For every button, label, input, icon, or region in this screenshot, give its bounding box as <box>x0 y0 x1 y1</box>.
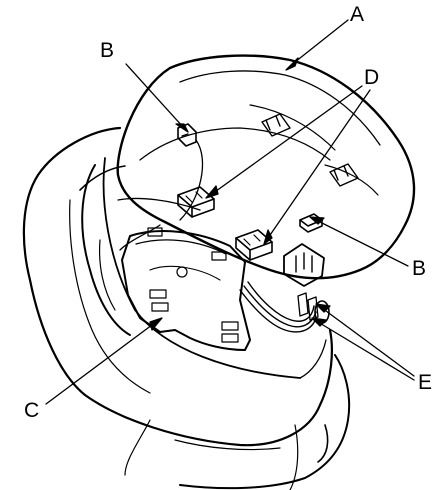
wire-harness <box>119 139 319 333</box>
leader-b-right-head <box>309 216 325 225</box>
leader-e-upper-head <box>315 303 331 313</box>
leader-b-top <box>125 63 185 129</box>
callout-b-right: B <box>412 257 427 280</box>
callout-d: D <box>364 66 380 89</box>
leader-e-upper <box>321 307 415 377</box>
callout-a: A <box>350 3 365 26</box>
leader-e-lower-head <box>311 317 327 327</box>
leader-d-right <box>267 89 371 239</box>
callout-c: C <box>24 399 40 422</box>
clip-d-left <box>177 186 215 218</box>
clip-d-right <box>235 229 273 261</box>
actuator-cover-a <box>116 54 416 280</box>
mirror-housing <box>22 126 351 490</box>
tab-b-top <box>177 123 197 147</box>
callout-e: E <box>418 371 433 394</box>
leader-d-left-head <box>205 185 219 199</box>
leader-a <box>289 19 349 67</box>
leader-d-right-head <box>263 229 273 245</box>
leader-c <box>45 321 157 405</box>
leader-b-top-head <box>175 123 189 133</box>
leader-d-left <box>211 85 363 195</box>
motor-base-plate-c <box>121 227 251 351</box>
wire-connector <box>283 243 325 287</box>
leader-a-head <box>285 57 299 71</box>
leader-lines <box>45 19 415 405</box>
callout-b-top: B <box>100 39 115 62</box>
leader-c-head <box>149 317 163 331</box>
leader-e-lower <box>317 321 415 381</box>
leader-b-right <box>315 219 409 267</box>
